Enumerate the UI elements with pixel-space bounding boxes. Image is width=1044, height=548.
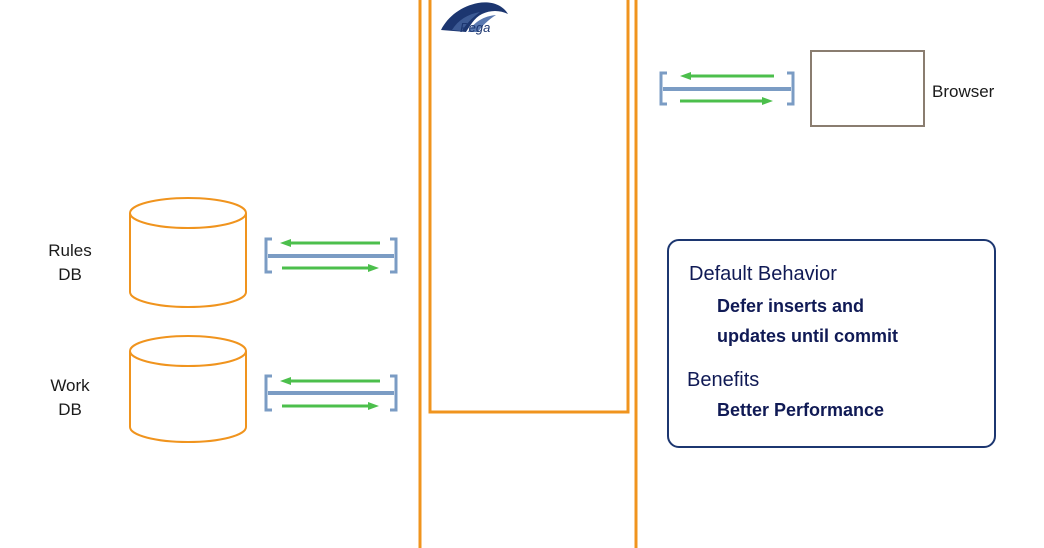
rules-db-cylinder-icon xyxy=(129,197,247,308)
work-db-label: Work DB xyxy=(48,374,92,422)
browser-connector-icon xyxy=(659,71,795,106)
rules-db-label: Rules DB xyxy=(48,239,92,287)
work-db-label-line1: Work xyxy=(50,376,90,395)
rules-db-connector-icon xyxy=(264,237,398,274)
rules-db-label-line1: Rules xyxy=(48,241,92,260)
default-behavior-line1: Defer inserts and xyxy=(717,296,865,316)
application-inner-box xyxy=(428,0,630,414)
benefits-line1: Better Performance xyxy=(717,400,885,420)
info-box: Default Behavior Defer inserts and updat… xyxy=(667,239,996,448)
pega-horse-logo-icon xyxy=(441,2,508,33)
work-db-connector-icon xyxy=(264,374,398,412)
browser-label: Browser xyxy=(932,82,995,101)
pega-logo-text: Pega xyxy=(460,20,490,35)
benefits-heading: Benefits xyxy=(687,369,760,391)
server-outer-column xyxy=(418,0,638,548)
rules-db-label-line2: DB xyxy=(58,265,82,284)
default-behavior-line2: updates until commit xyxy=(717,326,899,346)
browser-box xyxy=(810,50,925,127)
work-db-label-line2: DB xyxy=(58,400,82,419)
work-db-cylinder-icon xyxy=(129,335,247,443)
default-behavior-heading: Default Behavior xyxy=(689,263,837,285)
